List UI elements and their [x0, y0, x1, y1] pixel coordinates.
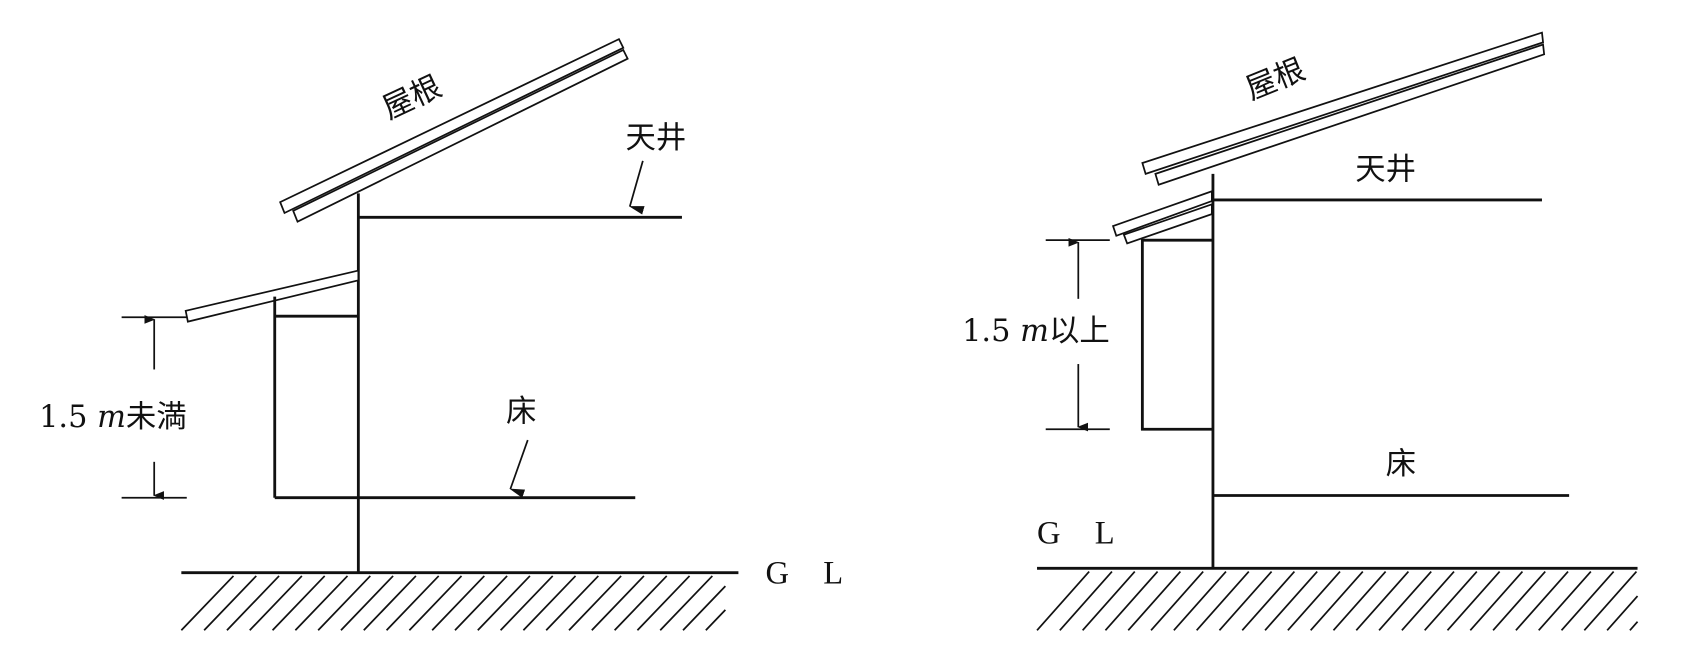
dimension-label: 1.5 m以上	[962, 314, 1110, 349]
hatch-line	[1173, 571, 1227, 631]
hatch-line	[1446, 571, 1501, 631]
dimension-label: 1.5 m未満	[39, 400, 187, 435]
hatch-line	[499, 575, 554, 631]
hatch-line	[1081, 571, 1136, 631]
main-roof	[279, 37, 629, 223]
lower-eave	[1111, 190, 1213, 245]
hatch-line	[1264, 571, 1318, 631]
hatch-line	[1218, 571, 1273, 631]
floor-label: 床	[1386, 447, 1416, 482]
hatch-line	[1127, 571, 1182, 631]
hatch-line	[1287, 571, 1341, 631]
ground-hatching	[180, 575, 727, 631]
ceiling-label: 天井	[1355, 152, 1416, 187]
hatch-line	[477, 575, 531, 631]
hatch-line	[659, 575, 713, 631]
diagram-eave-above-1-5m: G L 屋根 天井 床 1.5 m以上	[962, 31, 1639, 631]
hatch-line	[271, 575, 326, 631]
hatch-line	[1538, 571, 1592, 631]
dimension-marker	[1045, 237, 1110, 432]
hatch-line	[180, 575, 235, 631]
roof-label: 屋根	[1241, 52, 1310, 107]
hatch-line	[340, 575, 394, 631]
hatch-line	[1104, 571, 1159, 631]
ceiling-label: 天井	[625, 121, 686, 156]
hatch-line	[1424, 571, 1478, 631]
lower-eave	[184, 269, 360, 323]
hatch-line	[1492, 571, 1546, 631]
hatch-line	[431, 575, 485, 631]
hatch-line	[317, 575, 371, 631]
hatch-line	[294, 575, 349, 631]
hatch-line	[568, 575, 622, 631]
hatch-line	[363, 575, 417, 631]
hatch-line	[591, 575, 645, 631]
hatch-line	[1583, 571, 1638, 631]
hatch-line	[226, 575, 280, 631]
hatch-line	[249, 575, 303, 631]
roof-label: 屋根	[377, 69, 447, 126]
hatch-line	[1401, 571, 1455, 631]
hatch-line	[1378, 571, 1432, 631]
hatch-line	[454, 575, 508, 631]
diagram-eave-below-1-5m: G L 屋根 天井 床 1.5 m未満	[39, 37, 857, 631]
ground-hatching	[1036, 571, 1639, 631]
main-roof	[1141, 31, 1546, 186]
hatch-line	[682, 585, 727, 631]
hatch-line	[1560, 571, 1615, 631]
ground-label: G L	[1037, 515, 1128, 551]
hatch-line	[1469, 571, 1524, 631]
hatch-line	[545, 575, 599, 631]
hatch-line	[1036, 571, 1090, 631]
hatch-line	[408, 575, 463, 631]
annex-box	[1140, 238, 1213, 431]
hatch-line	[636, 575, 691, 631]
hatch-line	[613, 575, 668, 631]
hatch-line	[203, 575, 257, 631]
floor-label: 床	[506, 395, 536, 430]
hatch-line	[1059, 571, 1113, 631]
hatch-line	[1606, 595, 1639, 631]
hatch-line	[1515, 571, 1569, 631]
hatch-line	[1355, 571, 1410, 631]
hatch-line	[1332, 571, 1387, 631]
ground-label: G L	[766, 556, 857, 592]
ceiling-arrow	[628, 160, 645, 215]
hatch-line	[1629, 621, 1639, 631]
hatch-line	[1196, 571, 1250, 631]
hatch-line	[1310, 571, 1364, 631]
hatch-line	[522, 575, 577, 631]
floor-arrow	[509, 439, 529, 498]
hatch-line	[1150, 571, 1204, 631]
hatch-line	[1241, 571, 1296, 631]
dimension-marker	[121, 315, 187, 500]
hatch-line	[705, 609, 727, 631]
hatch-line	[385, 575, 440, 631]
